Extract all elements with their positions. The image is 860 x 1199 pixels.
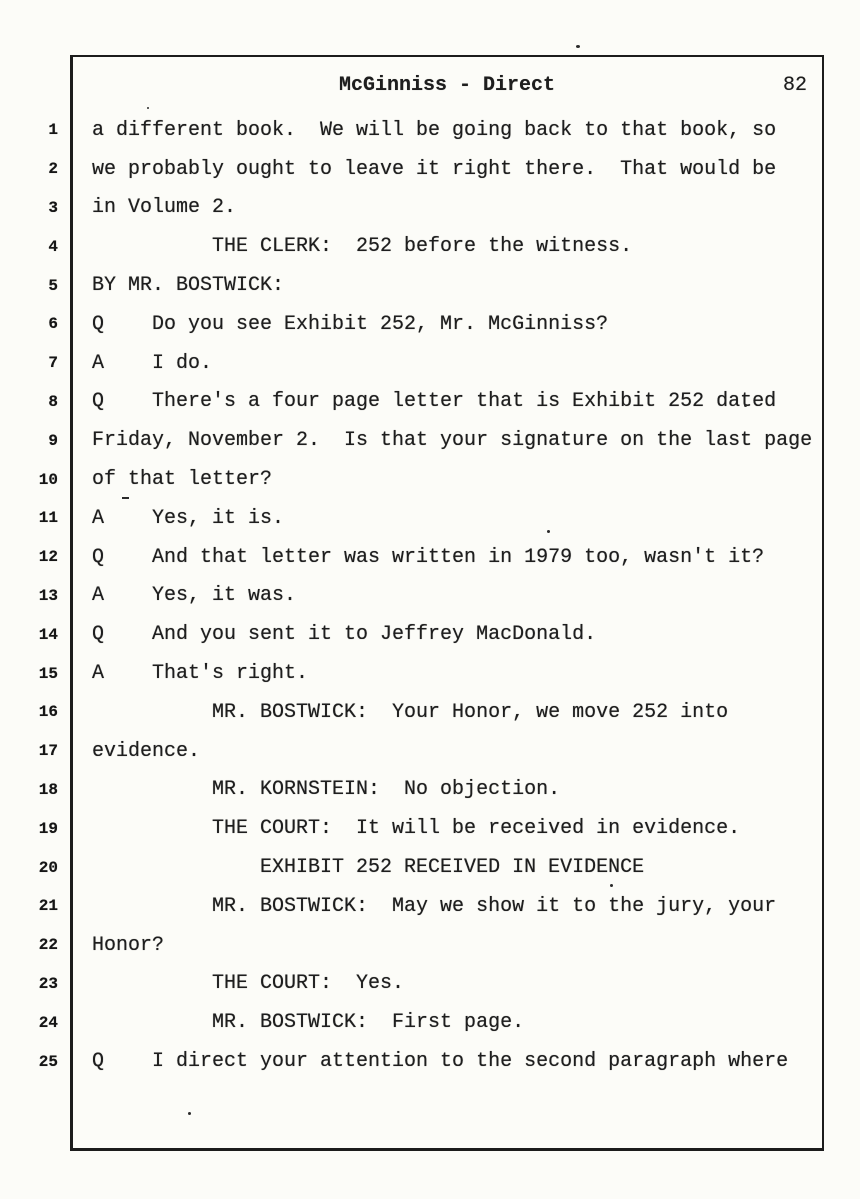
line-text: we probably ought to leave it right ther…	[92, 157, 777, 181]
transcript-line: 17 evidence.	[0, 732, 860, 771]
line-text: in Volume 2.	[92, 196, 237, 220]
line-number: 6	[48, 315, 58, 334]
scan-speck	[610, 884, 613, 887]
line-text: MR. BOSTWICK: First page.	[92, 1011, 525, 1035]
line-number: 23	[38, 974, 58, 993]
transcript-line: 22 Honor?	[0, 926, 860, 965]
line-number: 10	[38, 470, 58, 489]
transcript-line: 1 a different book. We will be going back…	[0, 111, 860, 150]
transcript-line: 23 THE COURT: Yes.	[0, 965, 860, 1004]
line-text: Q And that letter was written in 1979 to…	[92, 545, 765, 569]
line-number: 18	[38, 780, 58, 799]
line-text: Q And you sent it to Jeffrey MacDonald.	[92, 623, 597, 647]
line-text: a different book. We will be going back …	[92, 118, 777, 142]
transcript-line: 25 Q I direct your attention to the secon…	[0, 1042, 860, 1081]
line-text: A Yes, it is.	[92, 506, 285, 530]
line-number: 2	[48, 160, 58, 179]
line-text: EXHIBIT 252 RECEIVED IN EVIDENCE	[92, 856, 645, 880]
transcript-line: 9 Friday, November 2. Is that your signat…	[0, 421, 860, 460]
transcript-line: 18 MR. KORNSTEIN: No objection.	[0, 771, 860, 810]
line-text: A Yes, it was.	[92, 584, 297, 608]
line-text: evidence.	[92, 739, 201, 763]
transcript-line: 3 in Volume 2.	[0, 189, 860, 228]
transcript-line: 6 Q Do you see Exhibit 252, Mr. McGinniss…	[0, 305, 860, 344]
scan-speck	[147, 107, 149, 109]
transcript-line: 2 we probably ought to leave it right the…	[0, 150, 860, 189]
transcript-page-border	[70, 55, 824, 1151]
scan-speck	[576, 45, 580, 48]
transcript-line: 7 A I do.	[0, 344, 860, 383]
line-text: MR. BOSTWICK: May we show it to the jury…	[92, 894, 777, 918]
page-header-title: McGinniss - Direct	[338, 74, 556, 97]
line-text: Q I direct your attention to the second …	[92, 1050, 789, 1074]
line-number: 25	[38, 1052, 58, 1071]
line-number: 17	[38, 742, 58, 761]
line-text: Friday, November 2. Is that your signatu…	[92, 429, 813, 453]
line-number: 13	[38, 586, 58, 605]
transcript-line: 5 BY MR. BOSTWICK:	[0, 266, 860, 305]
line-text: MR. BOSTWICK: Your Honor, we move 252 in…	[92, 700, 729, 724]
line-text: of that letter?	[92, 468, 273, 492]
transcript-line: 14 Q And you sent it to Jeffrey MacDonald…	[0, 615, 860, 654]
scan-speck	[547, 530, 550, 533]
scan-speck	[188, 1112, 191, 1115]
line-text: THE COURT: Yes.	[92, 972, 405, 996]
line-number: 12	[38, 548, 58, 567]
line-number: 14	[38, 625, 58, 644]
transcript-line: 13 A Yes, it was.	[0, 577, 860, 616]
scan-speck	[122, 497, 129, 499]
line-text: BY MR. BOSTWICK:	[92, 274, 285, 298]
scan-speck	[744, 404, 747, 407]
line-text: THE COURT: It will be received in eviden…	[92, 817, 741, 841]
line-number: 3	[48, 198, 58, 217]
transcript-line: 20 EXHIBIT 252 RECEIVED IN EVIDENCE	[0, 848, 860, 887]
transcript-line: 16 MR. BOSTWICK: Your Honor, we move 252…	[0, 693, 860, 732]
line-number: 21	[38, 897, 58, 916]
line-text: MR. KORNSTEIN: No objection.	[92, 778, 561, 802]
line-text: Q Do you see Exhibit 252, Mr. McGinniss?	[92, 312, 609, 336]
line-text: A I do.	[92, 351, 213, 375]
transcript-line: 21 MR. BOSTWICK: May we show it to the j…	[0, 887, 860, 926]
line-number: 22	[38, 936, 58, 955]
line-number: 20	[38, 858, 58, 877]
transcript-lines: 1 a different book. We will be going back…	[0, 111, 860, 1081]
transcript-line: 11 A Yes, it is.	[0, 499, 860, 538]
transcript-line: 10 of that letter?	[0, 460, 860, 499]
line-number: 5	[48, 276, 58, 295]
line-number: 8	[48, 392, 58, 411]
line-number: 24	[38, 1013, 58, 1032]
line-text: Honor?	[92, 933, 165, 957]
transcript-line: 24 MR. BOSTWICK: First page.	[0, 1003, 860, 1042]
transcript-line: 4 THE CLERK: 252 before the witness.	[0, 227, 860, 266]
transcript-line: 8 Q There's a four page letter that is Ex…	[0, 383, 860, 422]
line-number: 19	[38, 819, 58, 838]
transcript-line: 15 A That's right.	[0, 654, 860, 693]
line-number: 16	[38, 703, 58, 722]
transcript-line: 19 THE COURT: It will be received in evi…	[0, 809, 860, 848]
line-text: THE CLERK: 252 before the witness.	[92, 235, 633, 259]
page-number: 82	[783, 74, 808, 97]
transcript-line: 12 Q And that letter was written in 1979 …	[0, 538, 860, 577]
line-text: Q There's a four page letter that is Exh…	[92, 390, 777, 414]
line-number: 9	[48, 431, 58, 450]
line-number: 1	[48, 121, 58, 140]
line-number: 7	[48, 354, 58, 373]
line-number: 4	[48, 237, 58, 256]
line-text: A That's right.	[92, 662, 309, 686]
line-number: 15	[38, 664, 58, 683]
line-number: 11	[38, 509, 58, 528]
